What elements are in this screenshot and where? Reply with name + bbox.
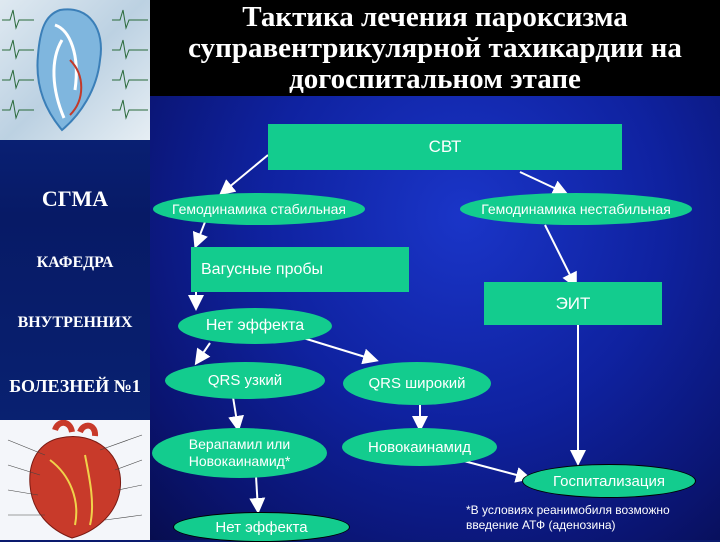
- heart-ecg-illustration: [0, 0, 150, 140]
- heart-ecg-graphic: [2, 8, 148, 132]
- arrow-noeffect-wide: [299, 336, 379, 365]
- node-hemodynamics-stable: Гемодинамика стабильная: [153, 193, 365, 225]
- arrow-narrow-verapamil: [228, 396, 244, 432]
- anatomical-heart-graphic: [7, 420, 143, 539]
- arrow-svt-unstable: [519, 171, 569, 196]
- arrow-noeffect-narrow: [194, 342, 211, 366]
- node-novocainamide: Новокаинамид: [342, 428, 497, 466]
- title-band: [150, 0, 720, 96]
- sidebar-label-department: КАФЕДРА: [36, 254, 114, 271]
- node-hospitalization: Госпитализация: [522, 464, 696, 498]
- node-svt: СВТ: [268, 124, 622, 170]
- arrow-verapamil-noeffect: [249, 475, 266, 514]
- arrow-svt-stable: [218, 154, 269, 196]
- sidebar-label-diseases: БОЛЕЗНЕЙ №1: [9, 376, 141, 396]
- node-verapamil-novocainamide: Верапамил или Новокаинамид*: [152, 428, 327, 478]
- arrow-unstable-eit: [544, 224, 577, 289]
- sidebar-label-sgma: СГМА: [41, 186, 109, 211]
- node-qrs-narrow: QRS узкий: [165, 362, 325, 399]
- node-vagal-maneuvers: Вагусные пробы: [191, 247, 409, 292]
- node-qrs-wide: QRS широкий: [343, 362, 491, 405]
- node-no-effect-1: Нет эффекта: [178, 308, 332, 344]
- footnote: *В условиях реанимобиля возможно введени…: [466, 503, 670, 532]
- sidebar-label-internal: ВНУТРЕННИХ: [17, 314, 133, 331]
- slide-title: Тактика лечения пароксизма суправентрику…: [188, 1, 682, 95]
- node-eit: ЭИТ: [484, 282, 662, 325]
- arrow-stable-vagal: [192, 221, 208, 249]
- anatomical-heart-illustration: [0, 420, 150, 540]
- node-no-effect-2: Нет эффекта: [173, 512, 350, 542]
- node-hemodynamics-unstable: Гемодинамика нестабильная: [460, 193, 692, 225]
